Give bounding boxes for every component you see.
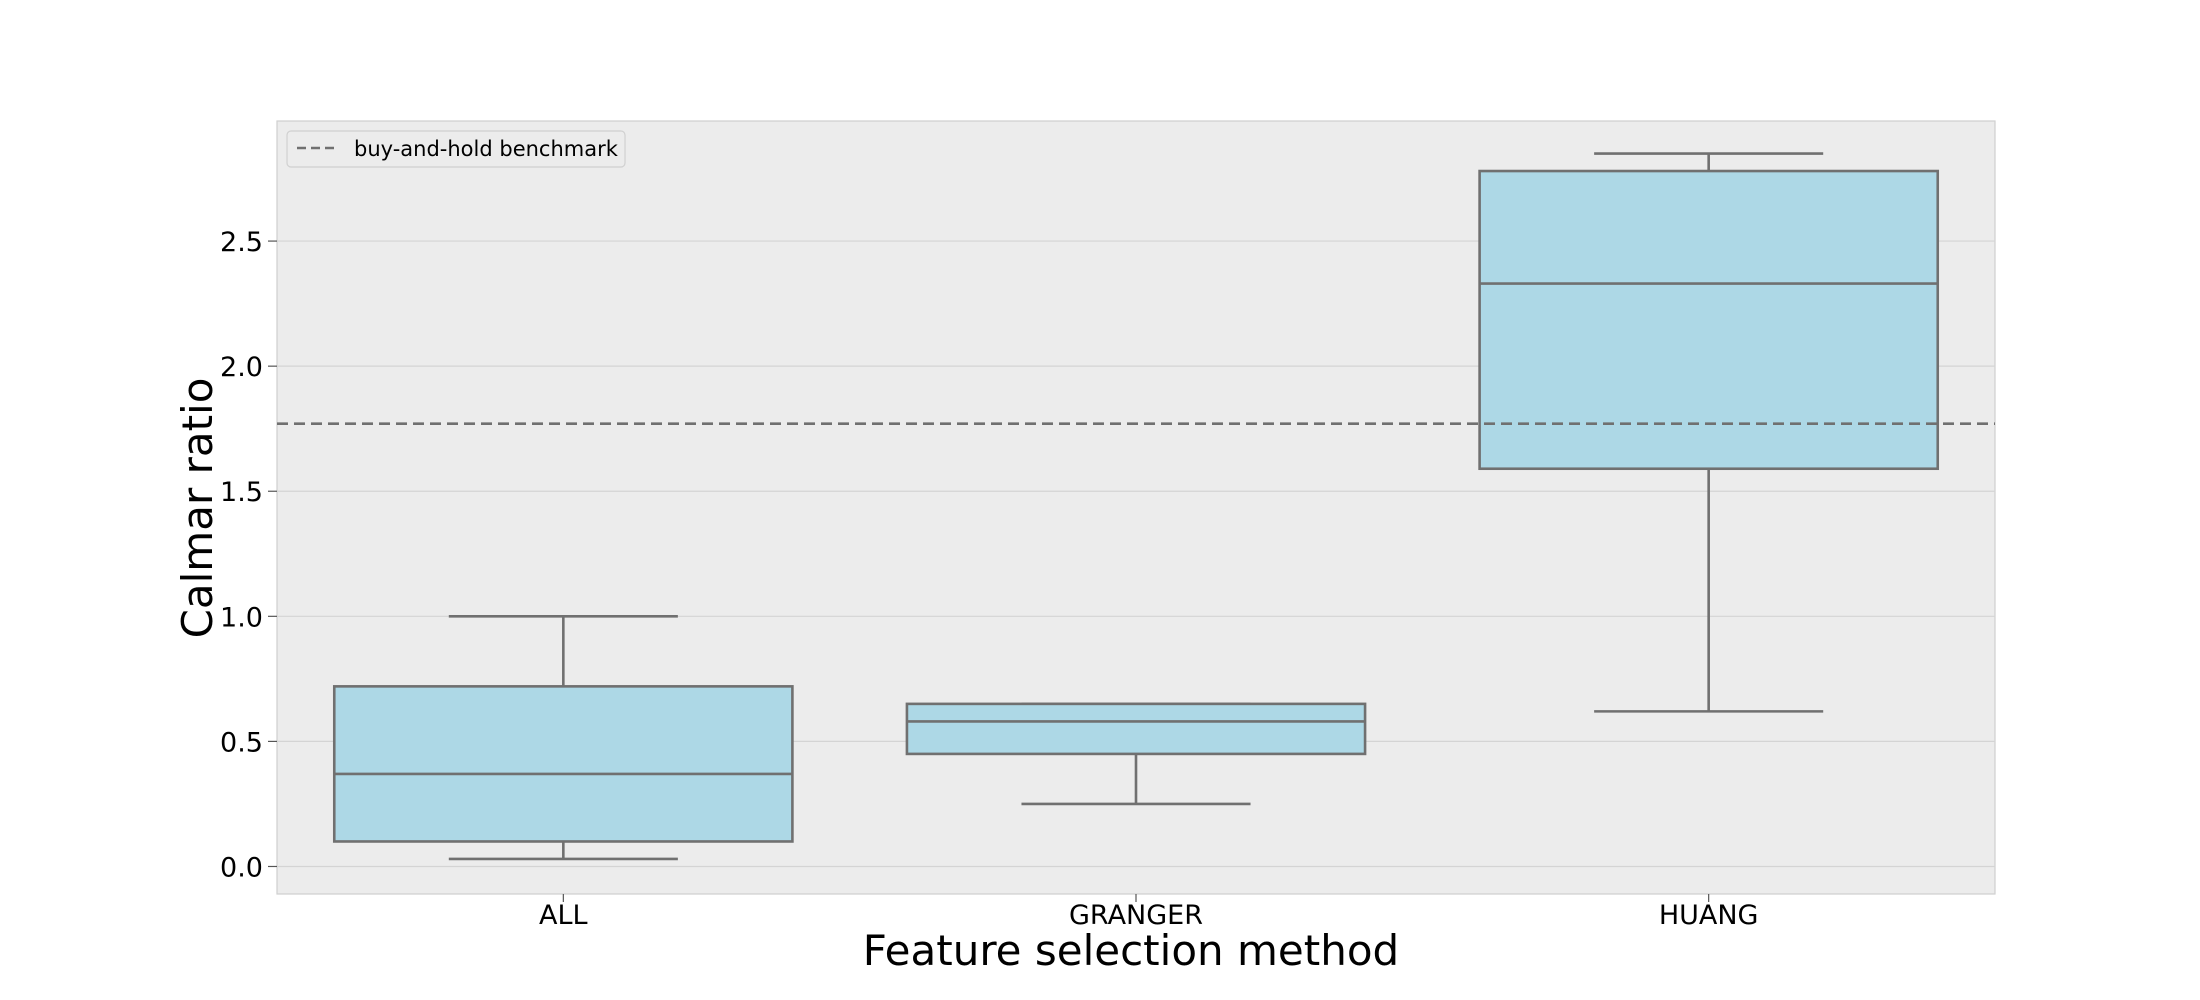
y-tick-label: 0.5 (220, 727, 263, 758)
box-all (332, 615, 794, 861)
x-tick-label: GRANGER (1069, 900, 1203, 931)
x-tick-label: ALL (539, 900, 588, 931)
box-body (1478, 169, 1940, 471)
box-huang (1478, 152, 1940, 713)
box-granger (905, 702, 1367, 806)
y-tick-label: 2.0 (220, 352, 263, 383)
box-body (905, 702, 1367, 756)
x-tick-label: HUANG (1659, 900, 1759, 931)
legend-label: buy-and-hold benchmark (354, 137, 619, 161)
boxes (332, 152, 1940, 861)
y-tick-label: 0.0 (220, 852, 263, 883)
legend-frame (286, 130, 626, 168)
x-axis-ticks: ALL GRANGER HUANG (539, 894, 1758, 931)
y-tick-label: 1.0 (220, 602, 263, 633)
y-axis-label: Calmar ratio (173, 378, 222, 639)
y-tick-label: 1.5 (220, 477, 263, 508)
y-tick-label: 2.5 (220, 227, 263, 258)
legend: buy-and-hold benchmark (286, 130, 626, 168)
x-axis-label: Feature selection method (863, 926, 1399, 975)
y-axis-ticks: 0.0 0.5 1.0 1.5 2.0 2.5 (220, 227, 277, 883)
box-body (332, 685, 794, 843)
